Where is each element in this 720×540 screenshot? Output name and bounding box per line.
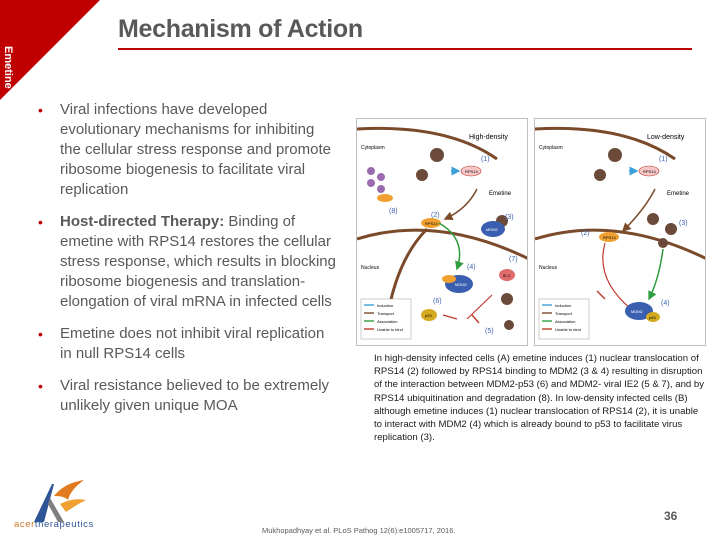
mdm2-complex <box>625 302 653 320</box>
step-3: (3) <box>679 220 688 227</box>
page-title: Mechanism of Action <box>118 15 363 43</box>
legend-induction: Induction <box>555 303 571 308</box>
p53-label: p53 <box>649 315 656 320</box>
bullet-item: • Viral infections have developed evoluti… <box>38 100 338 200</box>
bullet-text: Viral resistance believed to be extremel… <box>60 377 330 414</box>
rps14-label: RPS14 <box>643 169 656 174</box>
bullet-dot-icon: • <box>38 214 43 230</box>
rps14-nucleus <box>599 232 619 242</box>
cytoplasm-label: Cytoplasm <box>539 145 563 151</box>
mdm2-free <box>481 221 505 237</box>
step-8: (8) <box>389 208 398 215</box>
figure-legend: Induction Transport Association Unable t… <box>538 298 590 340</box>
bullet-dot-icon: • <box>38 102 43 118</box>
ie2-protein <box>499 269 515 281</box>
step-4: (4) <box>467 264 476 271</box>
unable-bind-line <box>602 242 632 310</box>
nucleus-label: Nucleus <box>539 265 558 271</box>
association-arrow <box>438 222 464 271</box>
step-1: (1) <box>659 156 668 163</box>
transport-arrow <box>621 188 656 233</box>
unable-bind-line <box>442 314 458 320</box>
block-mark <box>471 314 480 324</box>
emetine-label: Emetine <box>489 191 512 197</box>
panel-low-density: Low-density Cytoplasm Nucleus Emetine RP… <box>534 118 706 346</box>
bullet-item: • Host-directed Therapy: Binding of emeti… <box>38 212 338 312</box>
nuclear-membrane <box>357 228 527 260</box>
panel-high-density-diagram: High-density Cytoplasm Nucleus Emetine R… <box>357 126 527 340</box>
rps14-degraded <box>377 194 393 202</box>
step-1: (1) <box>481 156 490 163</box>
bullet-list: • Viral infections have developed evoluti… <box>38 100 338 428</box>
association-arrow <box>648 248 664 301</box>
virus-particle-icon <box>594 148 677 248</box>
panel-high-density: High-density Cytoplasm Nucleus Emetine R… <box>356 118 528 346</box>
step-5: (5) <box>485 328 494 335</box>
legend-unable: Unable to bind <box>555 327 581 332</box>
step-6: (6) <box>433 298 442 305</box>
logo-wordmark: acertherapeutics <box>14 519 94 530</box>
bullet-item: • Viral resistance believed to be extreme… <box>38 376 338 416</box>
cell-membrane <box>357 126 498 161</box>
step-2: (2) <box>581 230 590 237</box>
acer-logo-icon <box>34 480 86 522</box>
legend-unable: Unable to bind <box>377 327 403 332</box>
block-mark <box>596 290 606 300</box>
figure-legend: Induction Transport Association Unable t… <box>360 298 412 340</box>
bullet-text: Binding of emetine with RPS14 restores t… <box>60 213 336 310</box>
legend-transport: Transport <box>377 311 395 316</box>
page-number: 36 <box>664 509 678 523</box>
citation: Mukhopadhyay et al. PLoS Pathog 12(6):e1… <box>262 526 456 535</box>
sidebar-tab-label: Emetine <box>2 46 14 89</box>
legend-transport: Transport <box>555 311 573 316</box>
legend-induction: Induction <box>377 303 393 308</box>
p53-protein <box>421 309 437 321</box>
title-divider <box>118 48 692 50</box>
p53-label: p53 <box>425 313 432 318</box>
step-3: (3) <box>505 214 514 221</box>
rps14-cytoplasm <box>638 165 660 177</box>
emetine-label: Emetine <box>667 191 690 197</box>
ubiquitin-cluster <box>367 167 385 193</box>
mdm2-label: MDM2 <box>631 309 644 314</box>
bullet-bold: Host-directed Therapy: <box>60 213 225 230</box>
cytoplasm-label: Cytoplasm <box>361 145 385 151</box>
rps14-nucleus <box>421 218 441 228</box>
mdm2-label: MDM2 <box>455 282 468 287</box>
mdm2-label: MDM2 <box>486 227 499 232</box>
transport-arrow <box>443 188 478 220</box>
ie2-label: IE-2 <box>503 273 511 278</box>
bullet-text: Emetine does not inhibit viral replicati… <box>60 325 325 362</box>
p53-protein <box>646 312 660 322</box>
figure-caption: In high-density infected cells (A) emeti… <box>374 353 705 444</box>
cell-membrane <box>535 126 676 161</box>
rps14-label: RPS14 <box>425 221 438 226</box>
logo-text-therapeutics: therapeutics <box>34 519 94 530</box>
panel-low-density-diagram: Low-density Cytoplasm Nucleus Emetine RP… <box>535 126 705 340</box>
step-7: (7) <box>509 256 518 263</box>
bullet-text: Viral infections have developed evolutio… <box>60 101 331 198</box>
step-4: (4) <box>661 300 670 307</box>
step-2: (2) <box>431 212 440 219</box>
rps14-label: RPS14 <box>603 235 616 240</box>
density-header: Low-density <box>647 134 685 141</box>
bullet-dot-icon: • <box>38 378 43 394</box>
rps14-cytoplasm <box>460 165 482 177</box>
rps14-bound <box>442 275 456 283</box>
logo-text-acer: acer <box>14 519 35 530</box>
corner-tab <box>0 0 100 100</box>
bullet-dot-icon: • <box>38 326 43 342</box>
mechanism-figure: High-density Cytoplasm Nucleus Emetine R… <box>356 118 706 346</box>
bullet-item: • Emetine does not inhibit viral replicat… <box>38 324 338 364</box>
rps14-label: RPS14 <box>465 169 478 174</box>
density-header: High-density <box>469 134 508 141</box>
legend-association: Association <box>377 319 397 324</box>
nucleus-label: Nucleus <box>361 265 380 271</box>
legend-association: Association <box>555 319 575 324</box>
nuclear-membrane <box>535 228 705 260</box>
unable-bind-line <box>466 294 493 320</box>
